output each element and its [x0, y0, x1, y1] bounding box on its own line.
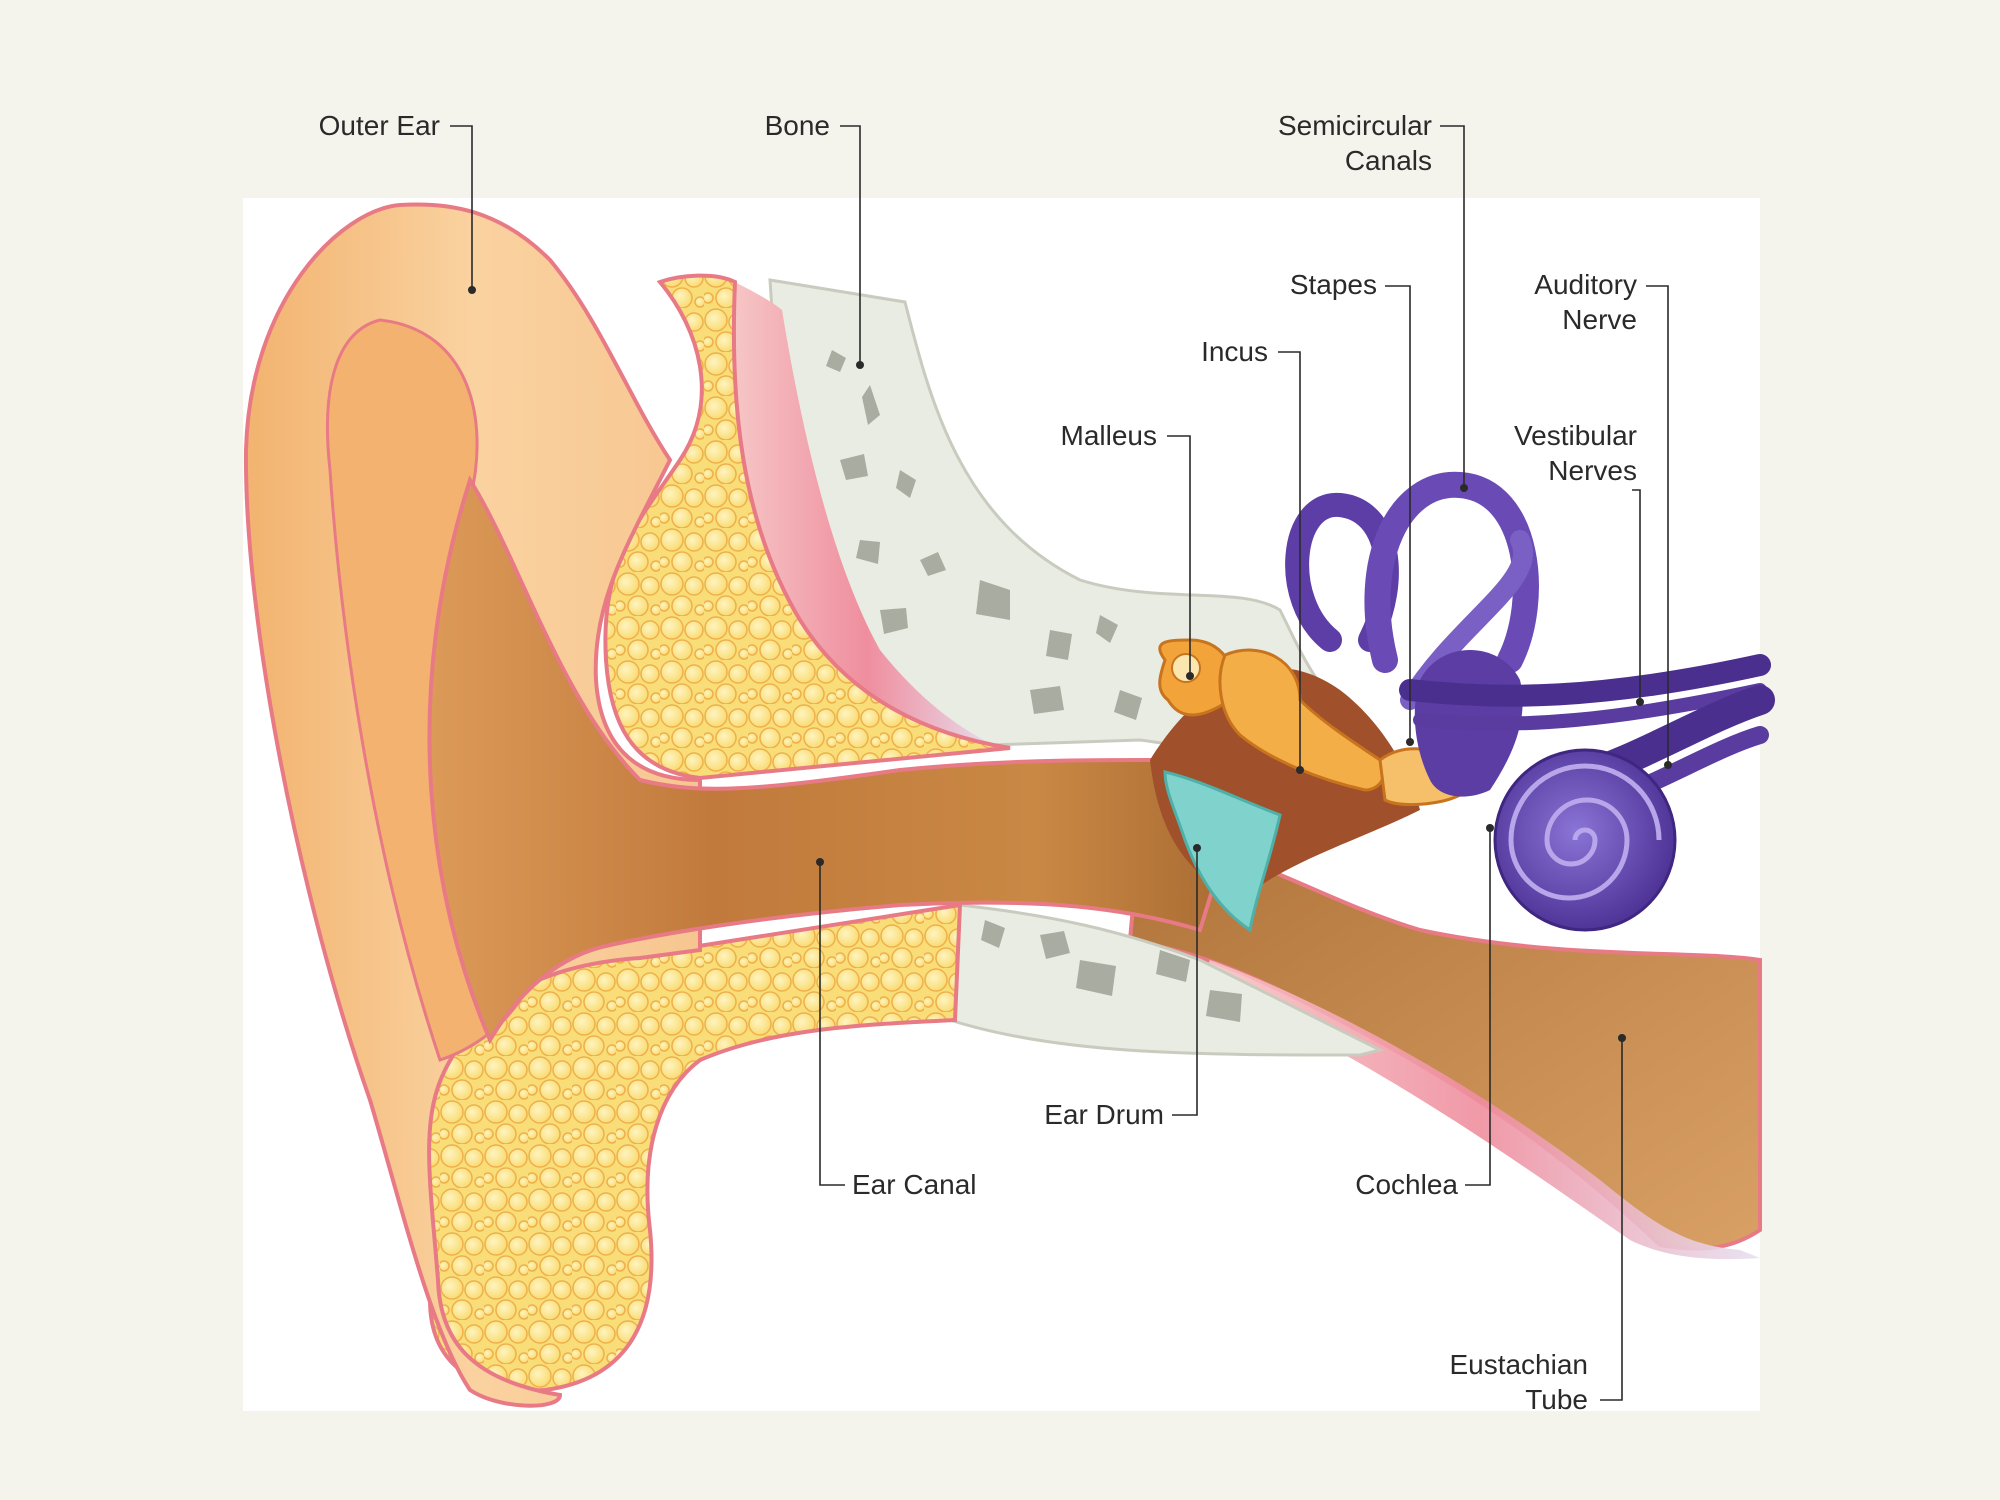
- label-malleus: Malleus: [1061, 420, 1157, 451]
- label-ear-canal: Ear Canal: [852, 1169, 977, 1200]
- label-eustachian-tube-line2: Tube: [1525, 1384, 1588, 1415]
- label-incus: Incus: [1201, 336, 1268, 367]
- label-ear-drum: Ear Drum: [1044, 1099, 1164, 1130]
- leader-lines: [450, 125, 1672, 1401]
- ear-canal-tube: [427, 475, 1243, 1045]
- label-outer-ear: Outer Ear: [319, 110, 440, 141]
- label-auditory-nerve-line1: Auditory: [1534, 269, 1637, 300]
- label-stapes: Stapes: [1290, 269, 1377, 300]
- label-vestibular-nerves-line1: Vestibular: [1514, 420, 1637, 451]
- label-semicircular-canals-line1: Semicircular: [1278, 110, 1432, 141]
- upper-fat: [603, 273, 1011, 781]
- bone-pores: [826, 350, 1242, 1022]
- label-vestibular-nerves-line2: Nerves: [1548, 455, 1637, 486]
- cochlea-spiral: [1493, 748, 1677, 932]
- label-bone: Bone: [765, 110, 830, 141]
- label-cochlea: Cochlea: [1355, 1169, 1458, 1200]
- ear-drum-membrane: [1163, 770, 1282, 933]
- label-eustachian-tube-line1: Eustachian: [1449, 1349, 1588, 1380]
- label-semicircular-canals-line2: Canals: [1345, 145, 1432, 176]
- labels: Outer Ear Bone Semicircular Canals Stape…: [319, 110, 1637, 1415]
- label-auditory-nerve-line2: Nerve: [1562, 304, 1637, 335]
